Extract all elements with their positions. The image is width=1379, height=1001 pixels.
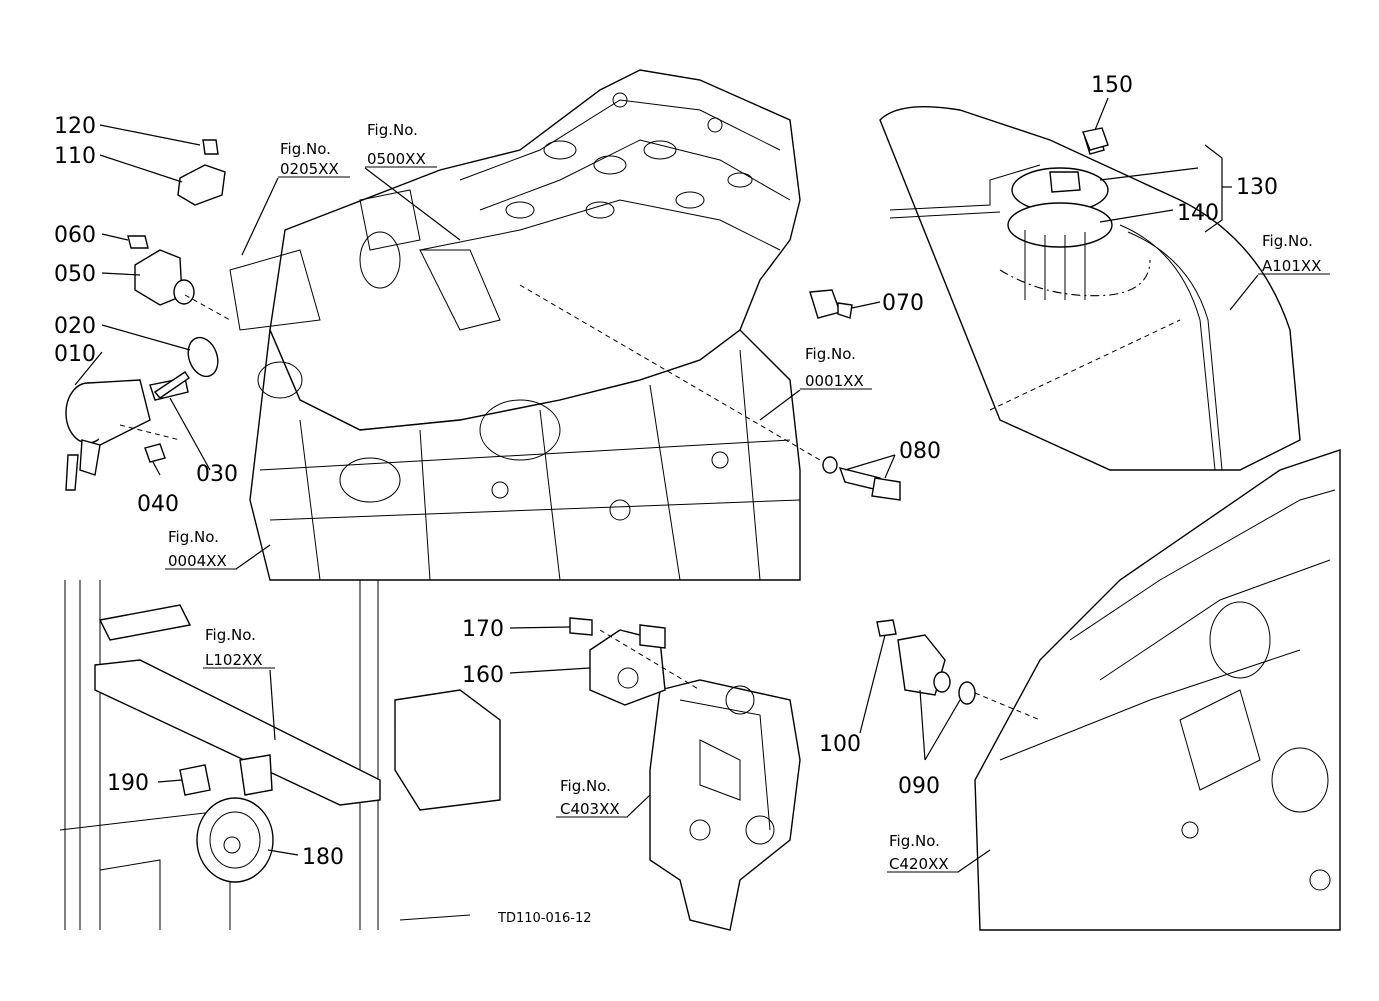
fig-ref-a101xx-code: A101XX — [1262, 257, 1321, 275]
fig-ref-c403xx-prefix: Fig.No. — [560, 777, 611, 795]
fig-ref-0004xx-code: 0004XX — [168, 552, 227, 570]
callout-140: 140 — [1177, 201, 1219, 226]
part-090-sensor — [897, 634, 976, 705]
part-190-bolt — [179, 764, 211, 796]
fig-ref-c420xx-code: C420XX — [889, 855, 949, 873]
part-060-bolt — [127, 235, 149, 249]
part-010-solenoid — [65, 377, 189, 491]
callout-150: 150 — [1091, 73, 1133, 98]
callout-040: 040 — [137, 492, 179, 517]
fig-ref-0004xx-prefix: Fig.No. — [168, 528, 219, 546]
callout-030: 030 — [196, 462, 238, 487]
callout-190: 190 — [107, 771, 149, 796]
callout-170: 170 — [462, 617, 504, 642]
callout-180: 180 — [302, 845, 344, 870]
frame-drawing — [59, 580, 501, 930]
part-030-stud — [153, 371, 190, 399]
callout-100: 100 — [819, 732, 861, 757]
part-100-bolt — [876, 619, 897, 637]
callout-080: 080 — [899, 439, 941, 464]
part-170-bolt — [569, 617, 593, 636]
fig-ref-0205xx-code: 0205XX — [280, 160, 339, 178]
fig-ref-l102xx-code: L102XX — [205, 651, 263, 669]
callout-010: 010 — [54, 342, 96, 367]
drawing-code: TD110-016-12 — [497, 911, 592, 926]
pump-housing-drawing — [649, 679, 801, 931]
callout-160: 160 — [462, 663, 504, 688]
engine-block-drawing — [229, 69, 801, 581]
transmission-case-drawing — [974, 449, 1341, 931]
callout-060: 060 — [54, 223, 96, 248]
fig-ref-0500xx-prefix: Fig.No. — [367, 121, 418, 139]
part-110-sensor — [177, 164, 226, 206]
callout-130: 130 — [1236, 175, 1278, 200]
fig-ref-c403xx-code: C403XX — [560, 800, 620, 818]
fig-ref-a101xx-prefix: Fig.No. — [1262, 232, 1313, 250]
fig-ref-0001xx-prefix: Fig.No. — [805, 345, 856, 363]
part-180-horn — [196, 754, 274, 883]
callout-120: 120 — [54, 114, 96, 139]
fig-ref-0205xx-prefix: Fig.No. — [280, 140, 331, 158]
callout-110: 110 — [54, 144, 96, 169]
part-120-bolt — [202, 139, 219, 155]
fig-ref-l102xx-prefix: Fig.No. — [205, 626, 256, 644]
callout-090: 090 — [898, 774, 940, 799]
part-020-o-ring — [187, 336, 219, 378]
part-080-sensor — [822, 456, 901, 501]
part-070-switch — [809, 289, 853, 319]
callout-070: 070 — [882, 291, 924, 316]
part-040-nut — [144, 443, 166, 463]
fuel-tank-drawing — [879, 106, 1301, 471]
fig-ref-0001xx-code: 0001XX — [805, 372, 864, 390]
part-160-sensor — [589, 624, 666, 706]
callout-050: 050 — [54, 262, 96, 287]
fig-ref-c420xx-prefix: Fig.No. — [889, 832, 940, 850]
fig-ref-underlines — [165, 166, 1330, 873]
callout-020: 020 — [54, 314, 96, 339]
part-150-nut — [1082, 127, 1109, 151]
fig-ref-0500xx-code: 0500XX — [367, 150, 426, 168]
part-050-sensor — [134, 249, 195, 306]
leader-lines — [74, 97, 1259, 873]
